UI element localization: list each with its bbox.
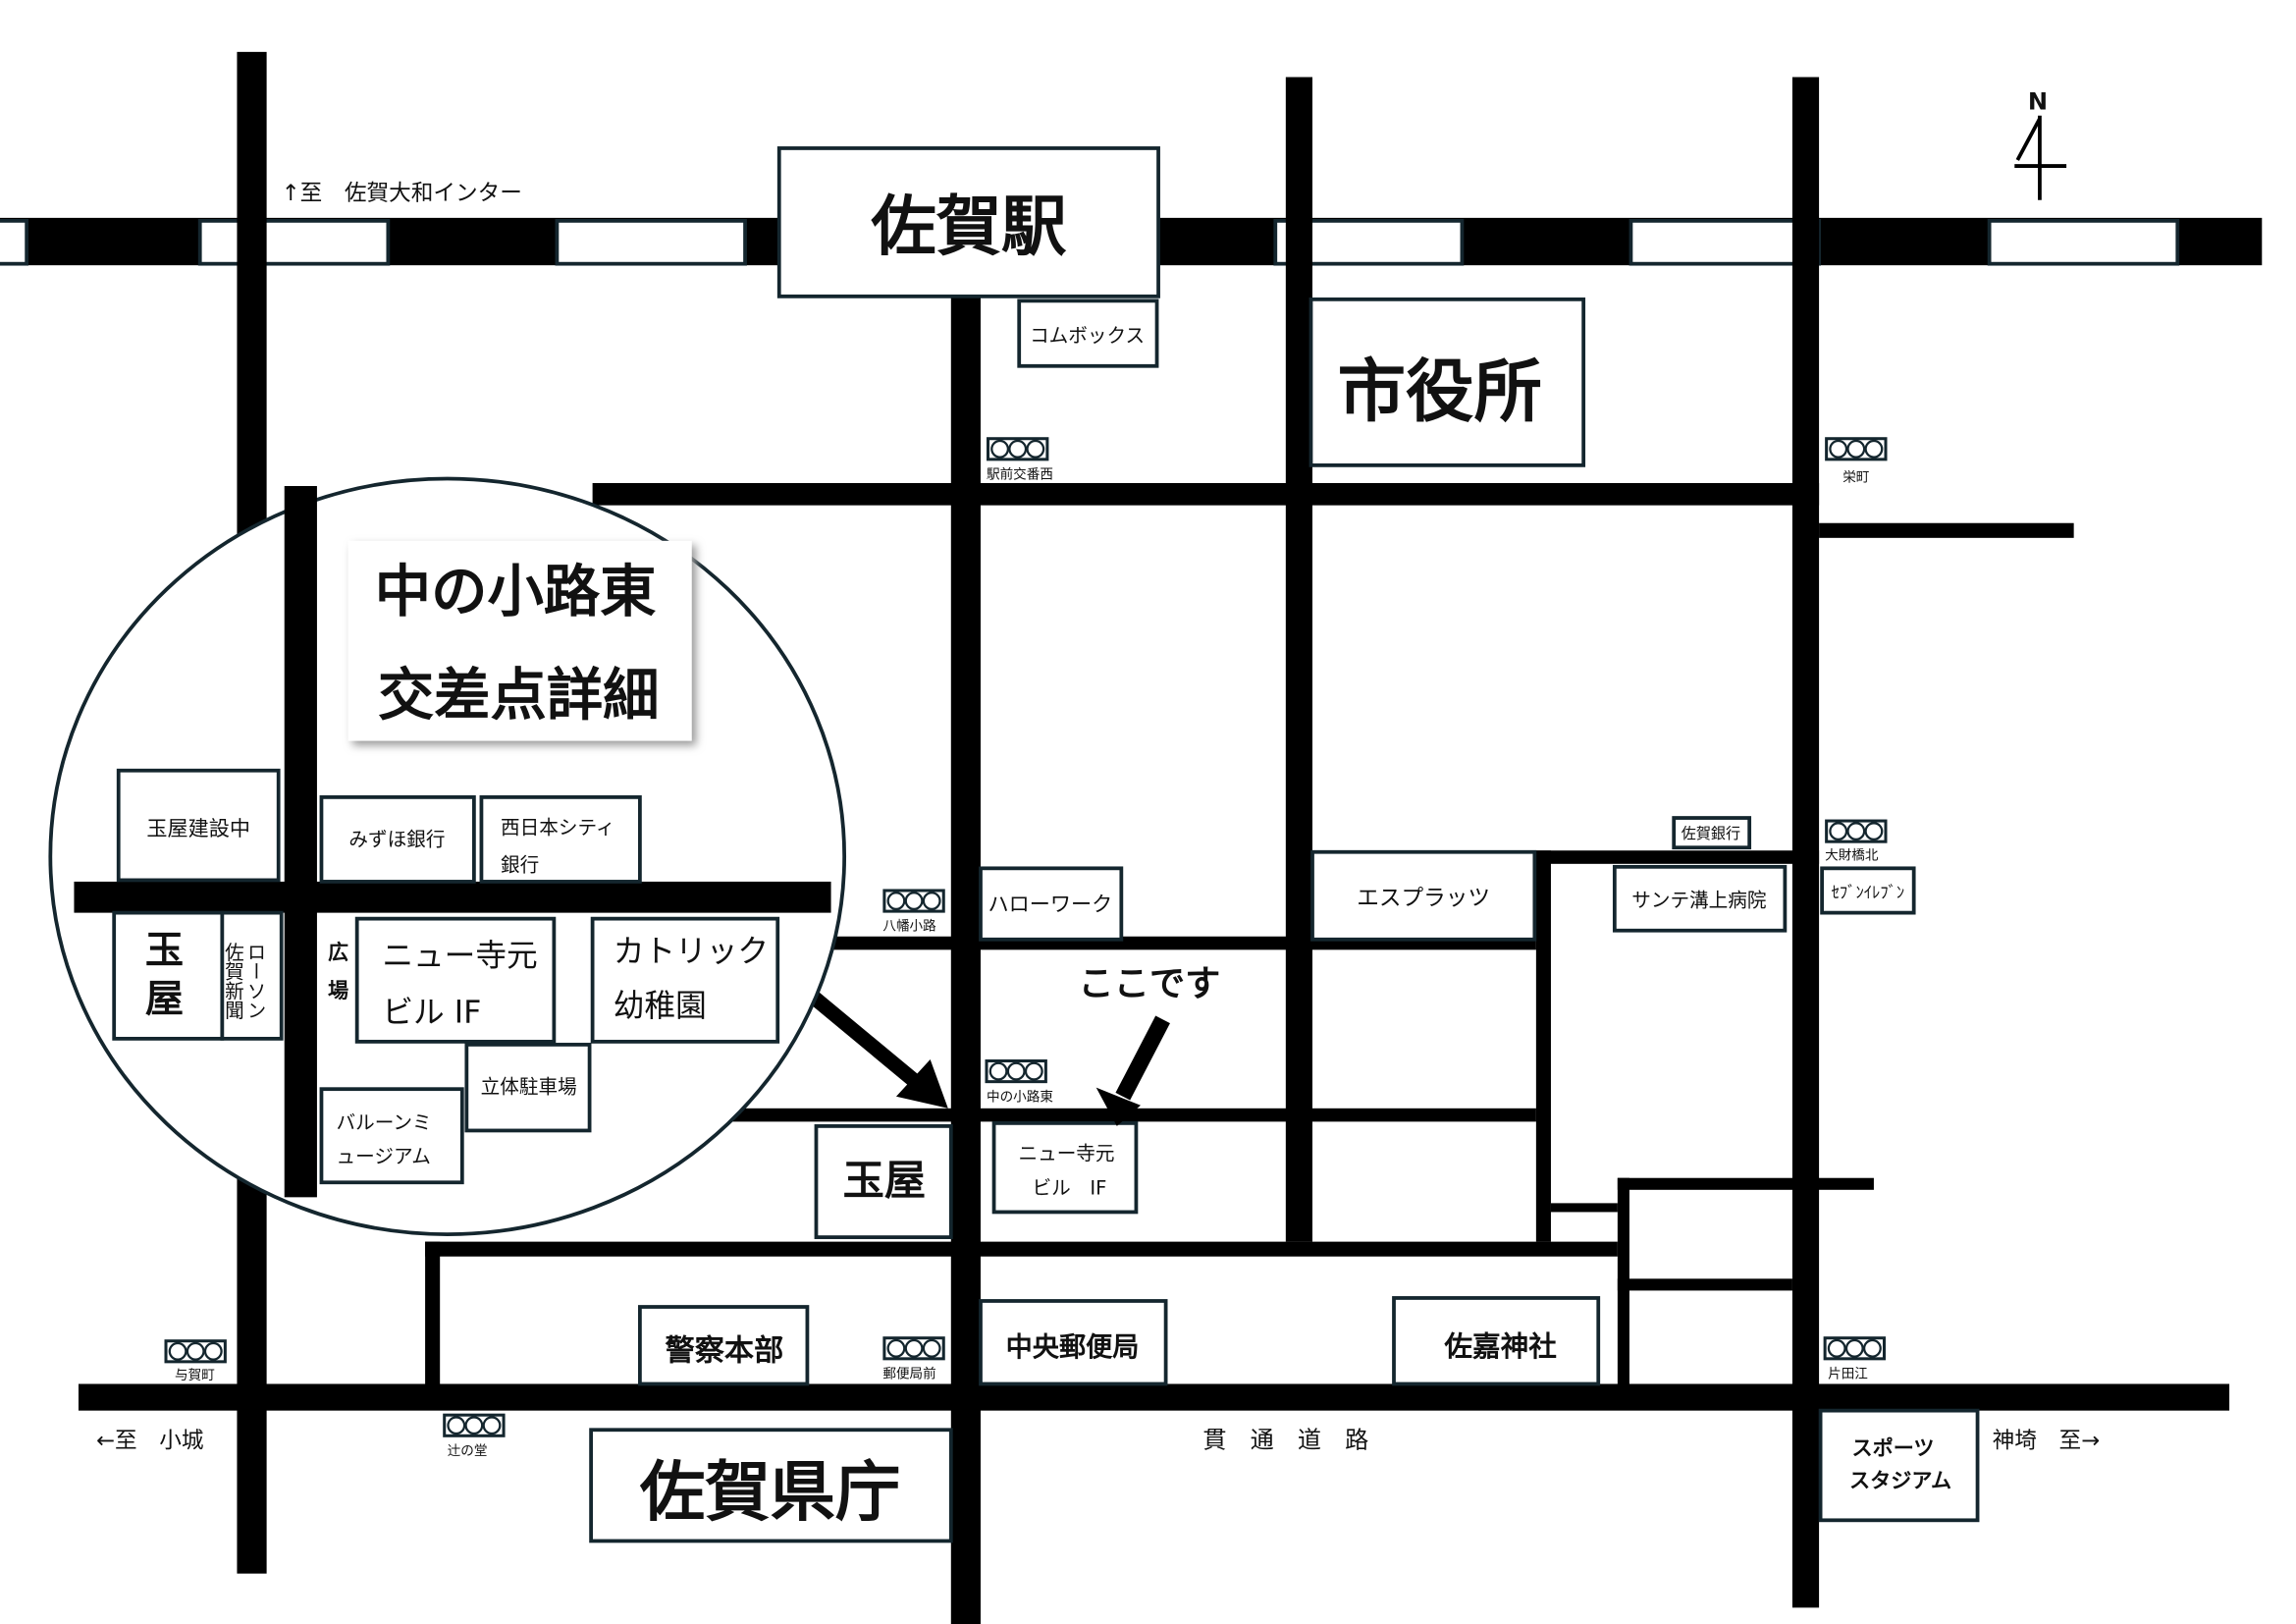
new-teramoto-detail-floor: ビル IF <box>382 995 481 1030</box>
stadium-label: スポーツ <box>1852 1435 1935 1460</box>
saga-bank-label: 佐賀銀行 <box>1682 825 1740 842</box>
nishinippon-bank-label-2: 銀行 <box>501 853 539 876</box>
prefectural-office-label: 佐賀県庁 <box>639 1453 901 1530</box>
new-teramoto-floor: ビル IF <box>1033 1176 1107 1199</box>
intersection-detail-inset: 中の小路東 交差点詳細 玉屋建設中 みずほ銀行 西日本シティ 銀行 玉 屋 佐賀… <box>48 476 847 1236</box>
balloon-museum-label: バルーンミ <box>337 1111 432 1134</box>
esplats-label: エスプラッツ <box>1357 886 1490 911</box>
direction-kanzaki: 神埼 至→ <box>1993 1428 2100 1453</box>
traffic-signal-icon <box>443 1413 506 1437</box>
detail-title: 中の小路東 <box>375 559 657 624</box>
direction-ogi: ←至 小城 <box>96 1428 203 1453</box>
signal-label: 大財橋北 <box>1825 847 1879 863</box>
detail-pointer-arrow-icon <box>807 990 948 1109</box>
signal-label: 郵便局前 <box>882 1365 935 1381</box>
new-teramoto-label: ニュー寺元 <box>1018 1143 1114 1165</box>
saga-newspaper-label: 佐賀新聞 <box>221 943 243 1019</box>
signal-label: 八幡小路 <box>882 919 936 935</box>
tamaya-label: 玉屋 <box>843 1156 927 1204</box>
parking-label: 立体駐車場 <box>481 1076 577 1099</box>
signal-label: 駅前交番西 <box>987 465 1053 482</box>
traffic-signal-icon <box>987 437 1049 461</box>
shrine-label: 佐嘉神社 <box>1443 1329 1557 1363</box>
lawson-label: ローソン <box>243 943 266 1019</box>
here-label: ここです <box>1079 962 1221 1004</box>
traffic-signal-icon <box>985 1059 1047 1084</box>
hellowork-label: ハローワーク <box>988 892 1113 916</box>
here-arrow-icon <box>1095 1015 1170 1126</box>
combox-label: コムボックス <box>1030 325 1145 348</box>
catholic-kindergarten-label-2: 幼稚園 <box>614 989 707 1024</box>
sante-hospital-label: サンテ溝上病院 <box>1631 890 1766 912</box>
traffic-signal-icon <box>164 1339 227 1364</box>
traffic-signal-icon <box>1823 1336 1886 1361</box>
traffic-signal-icon <box>882 1336 945 1361</box>
signal-label: 栄町 <box>1842 469 1870 485</box>
catholic-kindergarten-label: カトリック <box>614 934 769 969</box>
balloon-museum-label-2: ュージアム <box>337 1146 431 1168</box>
mizuho-bank-label: みずほ銀行 <box>348 829 445 851</box>
traffic-signals: 駅前交番西 栄町 大財橋北 八幡小路 中の小路東 与賀町 郵便局前 片田江 辻の… <box>164 437 1888 1459</box>
main-road-label: 貫 通 道 路 <box>1202 1426 1368 1453</box>
stadium-label-2: スタジアム <box>1849 1468 1951 1492</box>
signal-label: 与賀町 <box>175 1368 215 1383</box>
tamaya-construction-label: 玉屋建設中 <box>146 816 250 840</box>
city-hall-label: 市役所 <box>1338 353 1542 432</box>
post-office-label: 中央郵便局 <box>1006 1332 1140 1363</box>
places: コムボックス ハローワーク エスプラッツ 佐賀銀行 サンテ溝上病院 ｾﾌﾞﾝｲﾚ… <box>638 298 1980 1523</box>
saga-station-label: 佐賀駅 <box>870 189 1067 265</box>
traffic-signal-icon <box>1825 437 1888 461</box>
signal-label: 中の小路東 <box>987 1089 1053 1105</box>
traffic-signal-icon <box>1825 819 1888 843</box>
signal-label: 辻の堂 <box>448 1443 488 1459</box>
direction-yamato: ↑至 佐賀大和インター <box>282 181 522 206</box>
signal-label: 片田江 <box>1828 1366 1868 1381</box>
seven-eleven-label: ｾﾌﾞﾝｲﾚﾌﾞﾝ <box>1832 884 1905 902</box>
tamaya-detail-label-2: 屋 <box>145 978 184 1022</box>
traffic-signal-icon <box>882 889 945 913</box>
svg-text:N: N <box>2028 88 2048 116</box>
tamaya-detail-label: 玉 <box>145 929 184 973</box>
detail-subtitle: 交差点詳細 <box>378 662 660 728</box>
nishinippon-bank-label: 西日本シティ <box>501 817 614 839</box>
plaza-label: 広場 <box>326 940 350 1018</box>
new-teramoto-detail-label: ニュー寺元 <box>382 939 537 974</box>
saga-station-box <box>776 146 1160 298</box>
police-hq-label: 警察本部 <box>666 1332 784 1368</box>
north-arrow-icon: N <box>2014 88 2067 200</box>
